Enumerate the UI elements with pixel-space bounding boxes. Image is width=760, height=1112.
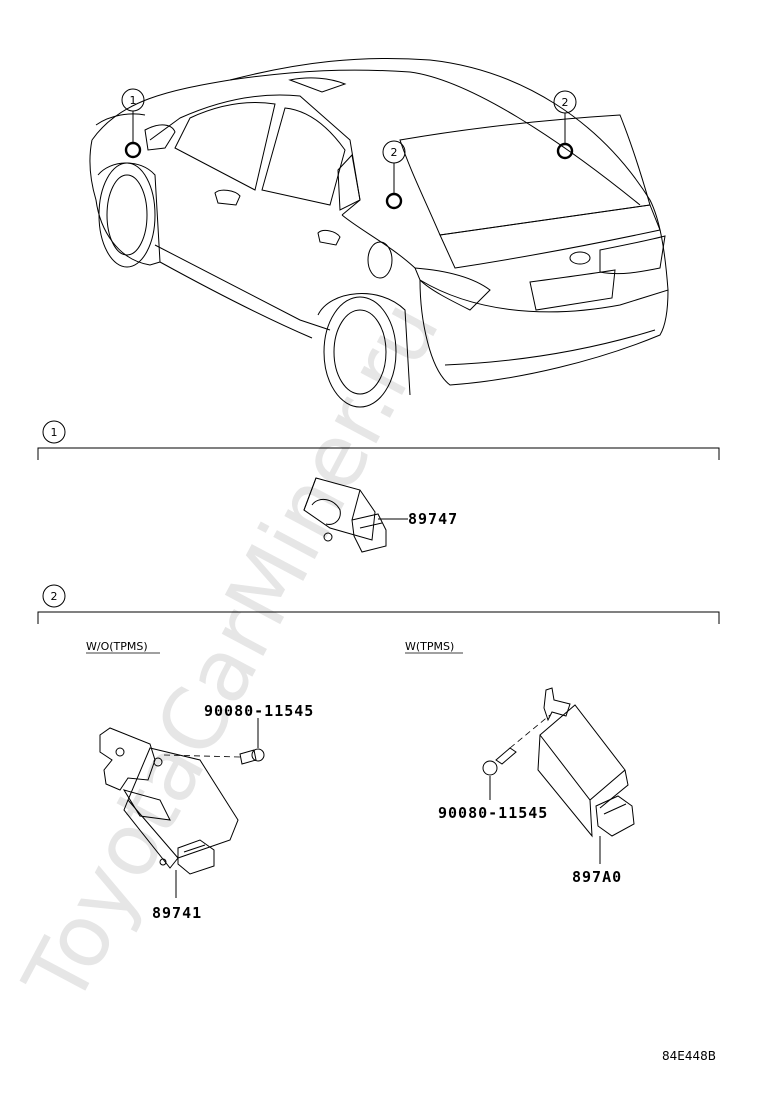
part-number-89747: 89747 — [408, 510, 458, 528]
section-2-header: 2 — [37, 584, 720, 624]
note-without-tpms: W/O(TPMS) — [86, 640, 148, 653]
part-89741-module — [99, 718, 265, 898]
section-1-label: 1 — [51, 426, 58, 439]
callout-1-label: 1 — [130, 94, 137, 107]
section-2-label: 2 — [51, 590, 58, 603]
part-897A0-module — [482, 687, 635, 864]
callout-1-car: 1 — [121, 88, 145, 159]
callout-2a-car: 2 — [382, 140, 406, 210]
section-1-header: 1 — [37, 420, 720, 460]
part-number-897A0: 897A0 — [572, 868, 622, 886]
note-with-tpms: W(TPMS) — [405, 640, 454, 653]
part-number-89741: 89741 — [152, 904, 202, 922]
part-number-90080-11545-right: 90080-11545 — [438, 804, 548, 822]
part-89747-sensor — [303, 477, 408, 553]
watermark: ToyotaCarMiner.ru — [5, 285, 459, 1020]
callout-2b-label: 2 — [562, 96, 569, 109]
car-illustration — [89, 57, 669, 408]
callout-2b-car: 2 — [553, 90, 577, 160]
callout-2a-label: 2 — [391, 146, 398, 159]
part-number-90080-11545-left: 90080-11545 — [204, 702, 314, 720]
diagram-code: 84E448B — [662, 1049, 716, 1063]
